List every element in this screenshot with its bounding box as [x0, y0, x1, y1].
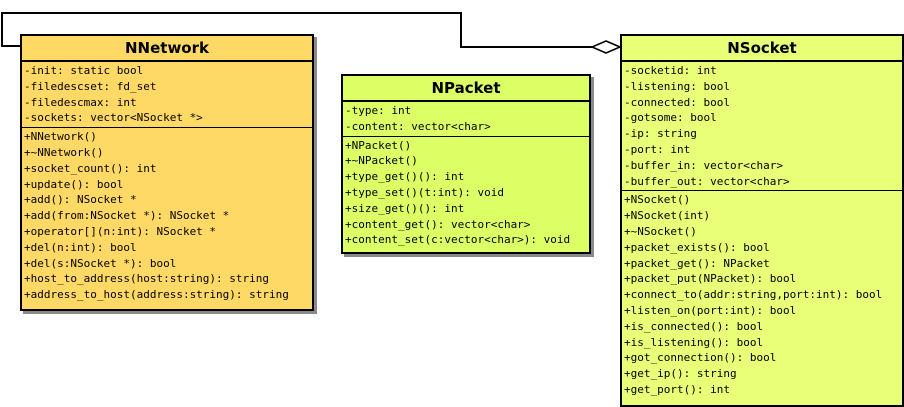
attribute: -type: int: [345, 104, 412, 117]
attribute: -port: int: [624, 142, 691, 156]
attribute: -socketid: int: [624, 64, 717, 77]
operation: +size_get()(): int: [345, 201, 465, 215]
attribute: -sockets: vector<NSocket *>: [24, 111, 203, 125]
operations-section: +NPacket() +~NPacket() +type_get()(): in…: [343, 135, 589, 250]
attributes-section: -init: static bool -filedescset: fd_set …: [22, 62, 312, 127]
operation: +~NNetwork(): [24, 145, 104, 159]
class-nnetwork[interactable]: NNetwork -init: static bool -filedescset…: [20, 34, 314, 311]
operation: +content_get(): vector<char>: [345, 217, 531, 231]
operation: +listen_on(port:int): bool: [624, 303, 797, 317]
operation: +del(s:NSocket *): bool: [24, 256, 177, 270]
attribute: -connected: bool: [624, 95, 730, 109]
class-title: NPacket: [343, 76, 589, 102]
attribute: -buffer_out: vector<char>: [624, 174, 790, 188]
operation: +operator[](n:int): NSocket *: [24, 224, 217, 238]
class-npacket[interactable]: NPacket -type: int -content: vector<char…: [341, 74, 591, 254]
aggregation-diamond: [590, 40, 622, 54]
operation: +NSocket(): [624, 193, 691, 207]
attribute: -ip: string: [624, 127, 697, 141]
operation: +NNetwork(): [24, 130, 97, 144]
operation: +packet_get(): NPacket: [624, 256, 770, 270]
operations-section: +NNetwork() +~NNetwork() +socket_count()…: [22, 127, 312, 304]
operation: +~NPacket(): [345, 154, 418, 168]
operation: +NPacket(): [345, 138, 412, 152]
attribute: -filedescset: fd_set: [24, 79, 157, 93]
operation: +packet_put(NPacket): bool: [624, 272, 797, 286]
attributes-section: -socketid: int -listening: bool -connect…: [622, 62, 902, 190]
operation: +address_to_host(address:string): string: [24, 288, 289, 302]
operation: +get_ip(): string: [624, 367, 737, 381]
operation: +add(from:NSocket *): NSocket *: [24, 209, 230, 223]
attribute: -buffer_in: vector<char>: [624, 158, 783, 172]
operation: +add(): NSocket *: [24, 193, 137, 207]
operation: +socket_count(): int: [24, 161, 157, 175]
operation: +is_connected(): bool: [624, 319, 764, 333]
class-title: NNetwork: [22, 36, 312, 62]
class-nsocket[interactable]: NSocket -socketid: int -listening: bool …: [620, 34, 904, 407]
attribute: -init: static bool: [24, 64, 144, 77]
operation: +host_to_address(host:string): string: [24, 272, 270, 286]
operation: +update(): bool: [24, 177, 124, 191]
operation: +content_set(c:vector<char>): void: [345, 233, 571, 247]
operation: +get_port(): int: [624, 382, 730, 396]
operation: +type_get()(): int: [345, 170, 465, 184]
operation: +connect_to(addr:string,port:int): bool: [624, 288, 883, 302]
operation: +is_listening(): bool: [624, 335, 764, 349]
association-line: [1, 12, 592, 48]
attributes-section: -type: int -content: vector<char>: [343, 102, 589, 136]
operations-section: +NSocket() +NSocket(int) +~NSocket() +pa…: [622, 190, 902, 398]
class-title: NSocket: [622, 36, 902, 62]
attribute: -listening: bool: [624, 79, 730, 93]
operation: +packet_exists(): bool: [624, 240, 770, 254]
operation: +type_set()(t:int): void: [345, 185, 504, 199]
operation: +got_connection(): bool: [624, 351, 777, 365]
operation: +del(n:int): bool: [24, 240, 137, 254]
operation: +NSocket(int): [624, 209, 711, 223]
attribute: -content: vector<char>: [345, 119, 491, 133]
attribute: -filedescmax: int: [24, 95, 137, 109]
attribute: -gotsome: bool: [624, 111, 717, 125]
operation: +~NSocket(): [624, 224, 697, 238]
